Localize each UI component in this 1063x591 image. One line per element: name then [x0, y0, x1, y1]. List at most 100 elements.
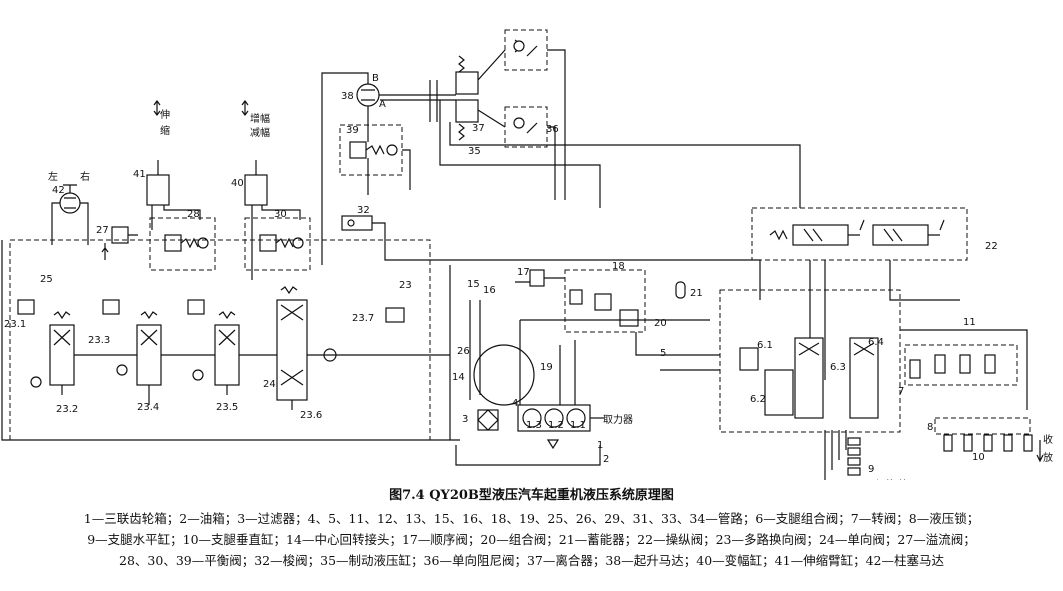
- label-42: 42: [52, 185, 65, 196]
- label-retract-out: 收: [1043, 433, 1053, 446]
- legend-line: 28、30、39—平衡阀；32—梭阀；35—制动液压缸；36—单向阻尼阀；37—…: [119, 553, 944, 568]
- label-32: 32: [357, 205, 370, 216]
- label-9: 9: [868, 464, 874, 475]
- valve-23-2: [49, 324, 75, 386]
- plunger-motor-42: [51, 184, 89, 245]
- component-labels: 1 2 3 4 5 6.1 6.2 6.3 6.4 7 8 9 10 11 1.…: [4, 73, 1053, 480]
- filter-3: [477, 409, 499, 431]
- combined-valve-20: [564, 269, 646, 333]
- check-valve-icon: [513, 40, 525, 52]
- relief-23-1: [17, 299, 35, 315]
- label-18: 18: [612, 261, 625, 272]
- label-20: 20: [654, 318, 667, 329]
- operating-valve-22: [751, 207, 968, 380]
- check-valve-icon: [513, 117, 525, 129]
- tank-2: [455, 445, 601, 466]
- label-3: 3: [462, 414, 468, 425]
- luffing-cylinder-40: [241, 100, 301, 280]
- label-right: 右: [80, 170, 90, 183]
- label-6-1: 6.1: [757, 340, 773, 351]
- label-extend-retract: 伸 缩: [885, 478, 908, 480]
- label-5: 5: [660, 348, 666, 359]
- damping-valve-36-group: [477, 29, 566, 200]
- label-17: 17: [517, 267, 530, 278]
- label-23-4: 23.4: [137, 402, 159, 413]
- figure-caption: 图7.4 QY20B型液压汽车起重机液压系统原理图: [389, 488, 674, 503]
- label-23-2: 23.2: [56, 404, 78, 415]
- label-pto: 取力器: [603, 413, 633, 426]
- label-release: 放: [1043, 451, 1053, 464]
- label-2: 2: [603, 454, 609, 465]
- label-27: 27: [96, 225, 109, 236]
- balance-valve-39: [339, 100, 801, 208]
- label-retract: 缩: [160, 124, 170, 137]
- label-A: A: [379, 99, 386, 110]
- label-6-4: 6.4: [868, 337, 884, 348]
- legend-line: 1—三联齿轮箱；2—油箱；3—过滤器；4、5、11、12、13、15、16、18…: [83, 511, 980, 526]
- label-22: 22: [985, 241, 998, 252]
- valve-6-2: [764, 369, 794, 416]
- label-6-2: 6.2: [750, 394, 766, 405]
- label-35: 35: [468, 146, 481, 157]
- accumulator-21: [675, 281, 686, 299]
- label-1-1: 1.1: [570, 420, 586, 431]
- label-38: 38: [341, 91, 354, 102]
- hoist-motor-group: [321, 55, 479, 265]
- label-28: 28: [187, 209, 200, 220]
- multiway-valve-23: [1, 239, 460, 441]
- valve-6-1: [739, 347, 759, 371]
- rotary-valve-7-and-locks: [900, 329, 1044, 463]
- valve-23-5: [214, 324, 240, 386]
- label-7: 7: [898, 386, 904, 397]
- label-1-2: 1.2: [548, 420, 564, 431]
- relief-23-7: [385, 307, 405, 323]
- label-19: 19: [540, 362, 553, 373]
- label-23-3: 23.3: [88, 335, 110, 346]
- label-B: B: [372, 73, 379, 84]
- outrigger-valve-6: [719, 289, 901, 480]
- balance-valve-30: [244, 217, 311, 271]
- figure-legend: 1—三联齿轮箱；2—油箱；3—过滤器；4、5、11、12、13、15、16、18…: [8, 508, 1055, 571]
- valve-23-4: [136, 324, 162, 386]
- label-40: 40: [231, 178, 244, 189]
- center-rotary-joint-14: [469, 300, 535, 410]
- label-30: 30: [274, 209, 287, 220]
- label-26: 26: [457, 346, 470, 357]
- label-16: 16: [483, 285, 496, 296]
- balance-valve-28: [149, 217, 216, 271]
- label-10: 10: [972, 452, 985, 463]
- label-23-1: 23.1: [4, 319, 26, 330]
- label-37: 37: [472, 123, 485, 134]
- label-luff-down: 减幅: [250, 126, 270, 139]
- label-21: 21: [690, 288, 703, 299]
- label-23-6: 23.6: [300, 410, 322, 421]
- label-36: 36: [546, 124, 559, 135]
- check-valve-icon: [386, 144, 398, 156]
- label-11: 11: [963, 317, 976, 328]
- label-1: 1: [597, 440, 603, 451]
- clutch-37-upper: [455, 71, 479, 95]
- hoist-motor-38: [356, 83, 380, 107]
- label-23: 23: [399, 280, 412, 291]
- label-luff-up: 增幅: [250, 112, 270, 125]
- label-15: 15: [467, 279, 480, 290]
- clutch-37-lower: [455, 99, 479, 123]
- valve-6-3: [794, 337, 824, 419]
- label-left: 左: [48, 170, 58, 183]
- relief-valve-27: [101, 226, 138, 260]
- label-23-5: 23.5: [216, 402, 238, 413]
- label-41: 41: [133, 169, 146, 180]
- shuttle-valve-32: [341, 215, 761, 300]
- label-25: 25: [40, 274, 53, 285]
- label-6-3: 6.3: [830, 362, 846, 373]
- relief-23-3: [102, 299, 120, 315]
- label-39: 39: [346, 125, 359, 136]
- label-8: 8: [927, 422, 933, 433]
- sequence-valve-17: [515, 269, 565, 287]
- legend-line: 9—支腿水平缸；10—支腿垂直缸；14—中心回转接头；17—顺序阀；20—组合阀…: [87, 532, 976, 547]
- label-23-7: 23.7: [352, 313, 374, 324]
- valve-6-4: [849, 337, 879, 419]
- label-extend: 伸: [160, 109, 170, 121]
- hydraulic-schematic: 1 2 3 4 5 6.1 6.2 6.3 6.4 7 8 9 10 11 1.…: [1, 29, 1053, 480]
- label-24: 24: [263, 379, 276, 390]
